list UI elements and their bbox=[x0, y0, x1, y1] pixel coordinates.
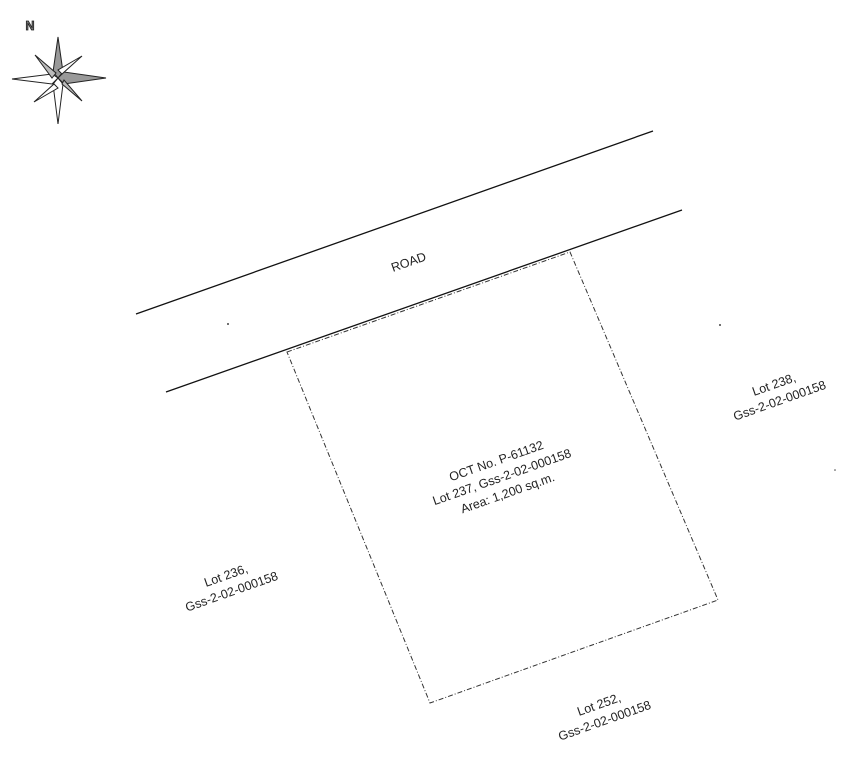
subject-lot-label: OCT No. P-61132 Lot 237, Gss-2-02-000158… bbox=[431, 438, 573, 516]
north-arrow: N bbox=[11, 19, 107, 125]
lot-236-label: Lot 236, Gss-2-02-000158 bbox=[183, 562, 279, 615]
lot-237-boundary bbox=[286, 251, 719, 704]
road-south-edge bbox=[165, 209, 683, 393]
road-north-edge bbox=[135, 130, 654, 315]
road bbox=[135, 130, 683, 393]
compass-rose-icon bbox=[11, 36, 107, 125]
specks bbox=[227, 323, 836, 471]
north-label: N bbox=[25, 19, 34, 33]
lot-238-label: Lot 238, Gss-2-02-000158 bbox=[731, 371, 827, 424]
lot-252-label: Lot 252, Gss-2-02-000158 bbox=[556, 691, 652, 744]
road-label: ROAD bbox=[389, 250, 428, 275]
